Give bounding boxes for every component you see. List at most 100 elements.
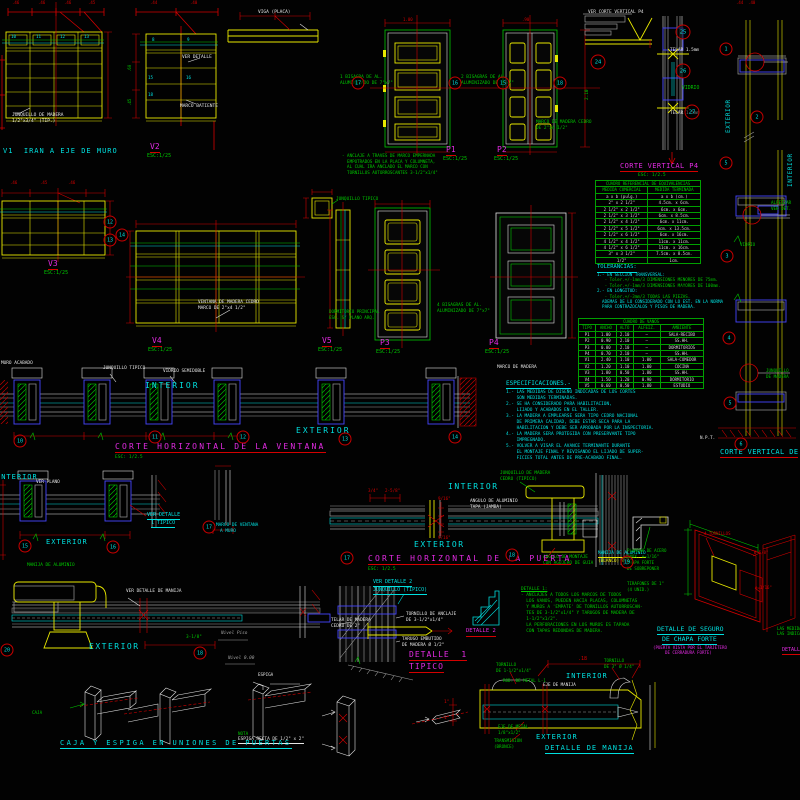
cad-label: EXTERIOR bbox=[296, 426, 351, 435]
table-cell: 0.90 bbox=[595, 337, 617, 345]
table-cell: 4 1/2" x 6 1/2" bbox=[594, 243, 649, 252]
reference-bubble: 20 bbox=[0, 643, 14, 657]
note-line: LOS VANOS, PUEDEN HACIA PLACAS, COLUMNET… bbox=[521, 599, 638, 604]
detalle-2-profile bbox=[472, 590, 500, 626]
cad-label: 13 bbox=[84, 34, 90, 39]
table-cell: DORMITORIOS bbox=[659, 343, 705, 351]
cad-label: VER DET. bbox=[771, 206, 792, 211]
cad-label: VER PLANO bbox=[36, 480, 60, 485]
table-cell: 2 1/2" x 2 1/2" bbox=[594, 205, 649, 213]
cad-label: 12 bbox=[60, 34, 66, 39]
table-cell: 2.10 bbox=[615, 343, 634, 351]
cad-label: NOTA bbox=[238, 731, 249, 736]
table-cell: 2.10 bbox=[615, 337, 634, 345]
reference-bubble: 16 bbox=[448, 76, 462, 90]
cad-label: .45 bbox=[127, 98, 132, 106]
cad-label: JUNQUILLO TIPICO bbox=[336, 197, 379, 202]
cad-label: EXTERIOR bbox=[536, 733, 578, 741]
note-line: ADEMAS DE LO CONSIDERADO CON LO EST. EN … bbox=[597, 299, 724, 305]
table-cell: SS.HH. bbox=[659, 349, 705, 358]
table-cell: 0.50 bbox=[615, 381, 634, 390]
cad-label: DE MADERA Ø 1/2" bbox=[402, 643, 445, 648]
cad-label: ESC:1/25 bbox=[443, 156, 468, 162]
reference-bubble: 18 bbox=[553, 76, 567, 90]
cad-label: (BRONCE) bbox=[494, 744, 515, 749]
table-title: CUADRO DE VANOS bbox=[578, 317, 704, 326]
cad-label: ROD. DE METAL L-1 bbox=[503, 678, 546, 683]
cad-label: 16 bbox=[186, 75, 192, 80]
cad-label: 1.00 bbox=[403, 17, 413, 22]
table-cell: SS.HH. bbox=[659, 369, 705, 377]
cad-label: Ø 5/8" bbox=[754, 550, 769, 555]
cad-label: TIRAFONES DE 1" bbox=[627, 581, 664, 586]
table-row: a x b (pulg.)a x b (cm.) bbox=[594, 192, 701, 201]
reference-bubble: 12 bbox=[103, 215, 117, 229]
cad-label: ESC:1/25 bbox=[148, 347, 173, 353]
table-cell: 6cm. x 13.5cm. bbox=[647, 224, 701, 233]
cad-label: EJE DE METAL bbox=[498, 724, 529, 729]
cad-label: DETALLE 1 bbox=[409, 650, 468, 661]
v2-elevation bbox=[132, 8, 219, 150]
cad-label: ALFEIZAR bbox=[771, 200, 792, 205]
cad-label: P2 bbox=[497, 145, 507, 156]
table-cell: 2.10 bbox=[615, 330, 634, 339]
note-line: - ANCLAJES A TODOS LOS MARCOS DE TODOS bbox=[521, 593, 622, 598]
cad-label: ESC: 1/2.5 bbox=[638, 173, 666, 178]
cad-label: INTERIOR bbox=[0, 473, 38, 481]
table-cell: 7.5cm. x 8.5cm. bbox=[647, 250, 701, 258]
table-cell: 1.80 bbox=[595, 369, 617, 377]
junquillo-detail bbox=[303, 189, 339, 219]
cad-label: A MURO bbox=[220, 529, 236, 534]
note-line: HABILITACION Y DEBE SER APROBADA POR LA … bbox=[506, 426, 655, 431]
reference-bubble: 14 bbox=[115, 228, 129, 242]
reference-bubble: 19 bbox=[620, 555, 634, 569]
note-line: - Toler.+/-1mm/3 DIMENSIONES MENORES DE … bbox=[597, 277, 719, 283]
reference-bubble: 3 bbox=[720, 249, 734, 263]
cad-label: JUNQUILLO (TIPICO) bbox=[373, 587, 428, 595]
table-cell: 1/2" bbox=[594, 256, 649, 265]
cad-label: 1 TIPICO bbox=[151, 520, 176, 528]
cad-label: DORMITORIO PRINCIPAL bbox=[329, 309, 380, 314]
table-row: 4 1/2" x 4 1/2"11cm. x 11cm. bbox=[594, 237, 701, 245]
cad-label: e=1/16" bbox=[755, 585, 772, 590]
v1-elevation bbox=[0, 2, 112, 130]
note-line: LIJADO Y ACABADOS EN EL TALLER. bbox=[506, 408, 599, 413]
table-row: 2" x 2 1/2"4.5cm. x 6cm. bbox=[594, 199, 701, 207]
cad-label: MARCO DE MADERA CEDRO bbox=[536, 120, 592, 125]
note-line: IMPREGNADO. bbox=[506, 438, 546, 443]
note-block: 1.- LAS MEDIDAS DE DISEÑO INDICADAS DE L… bbox=[506, 390, 654, 462]
table-cell: 11cm. x 11cm. bbox=[647, 237, 701, 245]
note-line: FICIES TOTAL ANTES DE PRE-ACABADO FINAL. bbox=[506, 456, 623, 461]
cad-label: V4 bbox=[152, 336, 162, 347]
reference-bubble: 12 bbox=[236, 430, 250, 444]
table-cell: SS.HH. bbox=[659, 337, 705, 345]
reference-bubble: 1 bbox=[719, 42, 733, 56]
cad-label: MARCO DE 2"x4 1/2" bbox=[198, 306, 246, 311]
cad-label: CORTE HORIZONTAL DE LA VENTANA bbox=[115, 442, 326, 453]
table-cell: a x b (cm.) bbox=[647, 192, 701, 201]
note-line: LA PERFORACIONES EN LOS MUROS ES TAPADA bbox=[521, 623, 630, 628]
note-line: 4.- LA MADERA SERA PROTEGIDA CON PRESERV… bbox=[506, 432, 636, 437]
table-cell: 1.00 bbox=[595, 330, 617, 339]
cad-label: V5 bbox=[322, 336, 332, 347]
note-line: SON MEDIDAS TERMINADAS. bbox=[506, 396, 578, 401]
cad-label: ESC: 1/2.5 bbox=[115, 455, 143, 460]
note-line: 1-1/2"x1/2". bbox=[521, 617, 559, 622]
cad-label: 4 TORNILLOS bbox=[704, 531, 731, 536]
cad-label: DETALLE 2 bbox=[466, 628, 496, 637]
cad-label: MARCO DE VENTANA bbox=[216, 523, 259, 528]
table-cell: SALA-COMEDOR bbox=[659, 356, 705, 364]
cad-label: 2-5/8" bbox=[385, 488, 401, 493]
cad-label: DE SOBREPONER bbox=[627, 566, 660, 571]
cad-label: VER DETALLE DE MANIJA bbox=[126, 589, 182, 594]
cad-label: V1 IRAN A EJE DE MURO bbox=[3, 147, 118, 155]
reference-bubble: 24 bbox=[590, 54, 606, 70]
table-row: 2 1/2" x 6 1/2"6cm. x 16cm. bbox=[594, 231, 701, 239]
table-row: 2 1/2" x 2 1/2"6cm. x 6cm. bbox=[594, 205, 701, 213]
reference-bubble: 10 bbox=[13, 434, 27, 448]
cad-label: 3/4" bbox=[368, 488, 379, 493]
cad-label: ESC: 1/2.5 bbox=[368, 567, 396, 572]
